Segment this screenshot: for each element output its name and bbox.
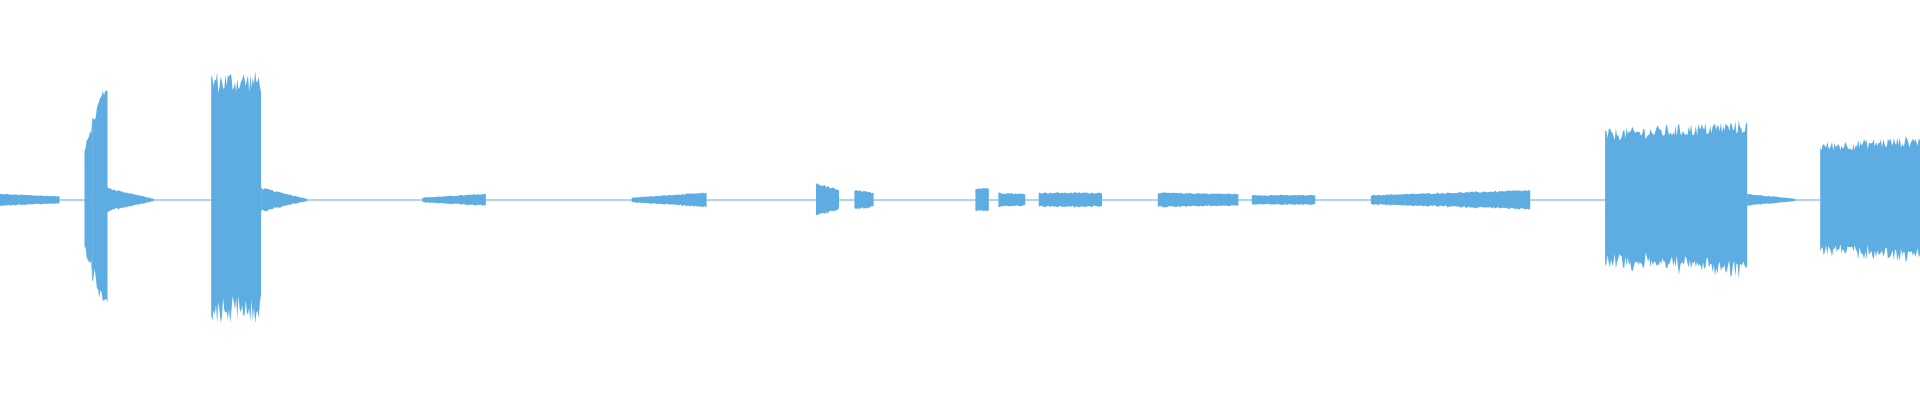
waveform-segment-6 bbox=[261, 187, 308, 212]
waveform-segment-3 bbox=[92, 90, 108, 303]
waveform-segments bbox=[0, 70, 1920, 324]
waveform-segment-11 bbox=[975, 187, 989, 212]
waveform-segment-12 bbox=[998, 192, 1026, 208]
waveform-segment-9 bbox=[816, 183, 839, 216]
waveform-segment-18 bbox=[1747, 193, 1796, 206]
waveform-segment-19 bbox=[1820, 136, 1920, 262]
waveform-segment-13 bbox=[1038, 192, 1103, 208]
waveform-segment-1 bbox=[0, 193, 60, 206]
waveform-segment-14 bbox=[1157, 192, 1239, 208]
waveform-segment-17 bbox=[1605, 120, 1748, 279]
waveform-segment-5 bbox=[211, 70, 262, 324]
waveform-segment-15 bbox=[1251, 194, 1316, 206]
waveform-segment-4 bbox=[107, 187, 154, 213]
waveform-segment-10 bbox=[854, 190, 874, 209]
waveform-segment-2 bbox=[84, 119, 93, 279]
waveform-segment-8 bbox=[631, 192, 707, 208]
waveform-segment-7 bbox=[422, 193, 486, 206]
waveform-segment-16 bbox=[1370, 190, 1531, 210]
